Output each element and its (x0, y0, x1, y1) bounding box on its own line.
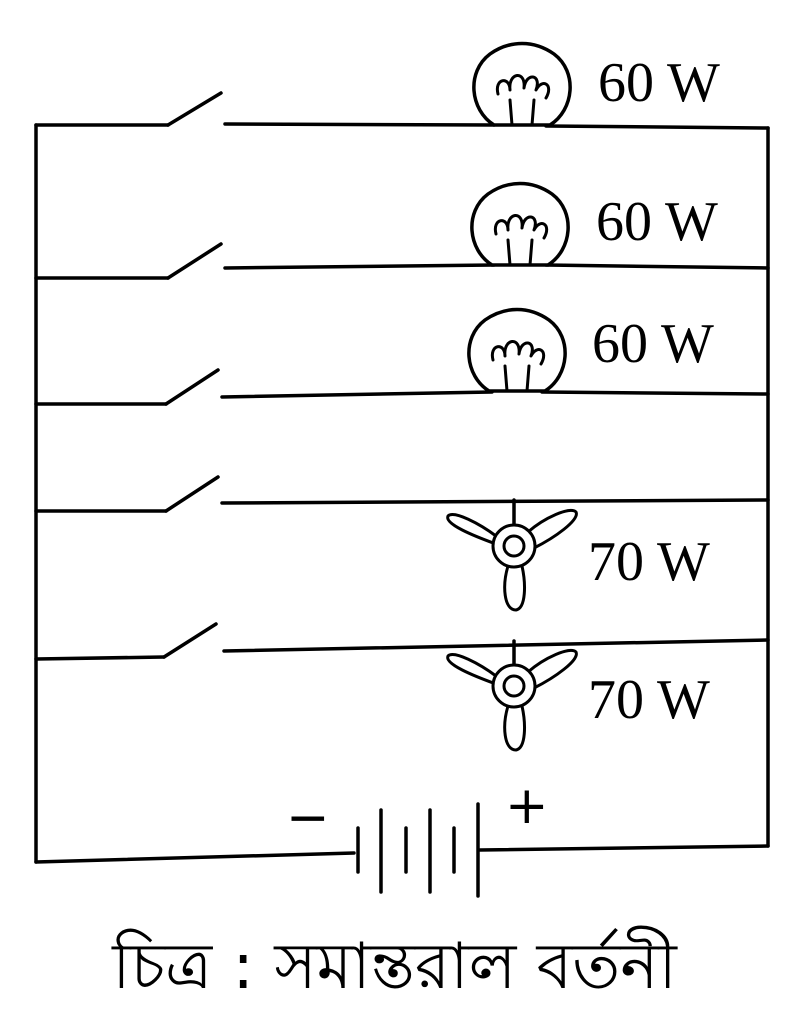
branch-3-right-wire-b (540, 390, 770, 396)
fan-1-power-label: 70 W (588, 531, 710, 593)
fan-icon (446, 509, 578, 612)
branch-1-switch[interactable] (166, 91, 223, 127)
branch-5-switch[interactable] (162, 622, 218, 659)
branch-2-switch[interactable] (166, 242, 223, 280)
branch-2: 60 W (34, 181, 770, 280)
branch-4-switch[interactable] (164, 475, 220, 513)
fan-2-power-label: 70 W (588, 669, 710, 731)
battery-negative-sign: − (286, 788, 330, 848)
branch-4: 70 W (34, 475, 770, 612)
fan-icon (446, 649, 578, 752)
battery-positive-sign: + (505, 776, 549, 836)
branch-3-right-wire-a (220, 390, 494, 399)
battery: − + (34, 776, 770, 898)
branch-5: 70 W (34, 622, 770, 752)
branch-3: 60 W (34, 307, 770, 406)
branch-2-right-wire-b (544, 263, 770, 270)
bulb-2-power-label: 60 W (596, 191, 718, 253)
branch-5-left-wire (34, 655, 166, 661)
bulb-icon (470, 181, 570, 267)
battery-right-wire (478, 844, 770, 852)
branch-5-right-wire (222, 638, 770, 653)
figure-caption: চিত্র : সমান্তরাল বর্তনী (112, 930, 677, 1004)
bulb-icon (467, 307, 567, 393)
branch-4-right-wire (220, 498, 770, 505)
branch-1-right-wire-b (544, 124, 770, 130)
branch-1-right-wire-a (223, 122, 496, 127)
bulb-icon (472, 41, 572, 127)
branch-3-switch[interactable] (164, 368, 220, 406)
bulb-3-power-label: 60 W (592, 313, 714, 375)
battery-left-wire (34, 851, 356, 864)
branch-1: 60 W (34, 41, 770, 130)
branch-2-right-wire-a (223, 263, 496, 270)
bulb-1-power-label: 60 W (598, 52, 720, 114)
